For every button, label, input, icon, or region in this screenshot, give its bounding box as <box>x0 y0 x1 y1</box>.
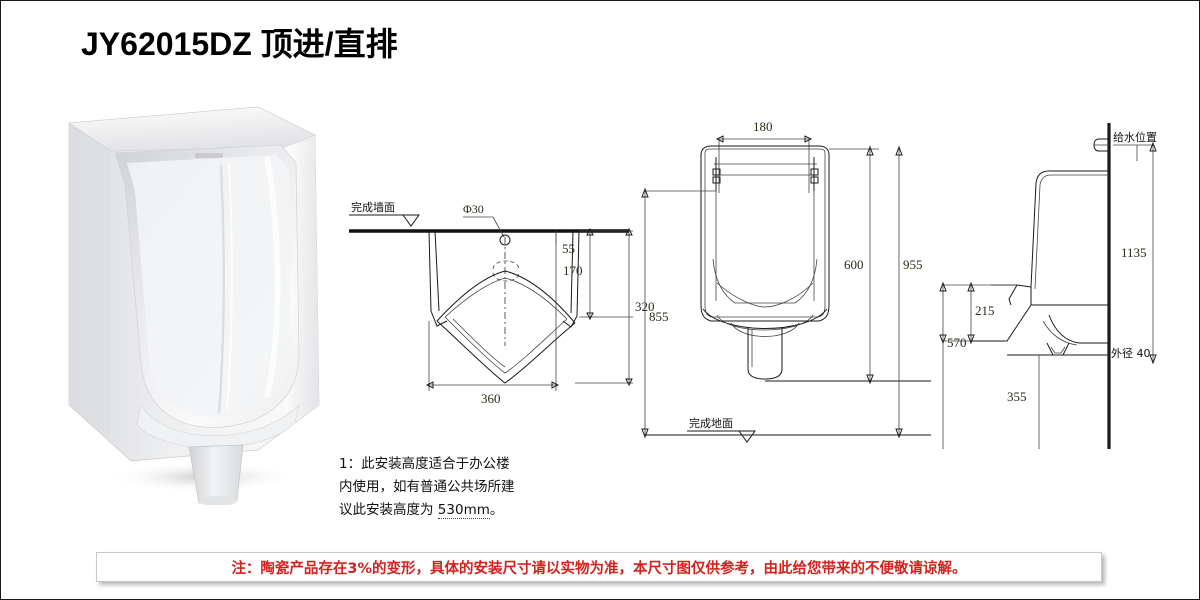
install-note-line-2: 内使用，如有普通公共场所建 <box>339 479 515 496</box>
install-note-height-value: 530mm <box>437 502 490 520</box>
dim-1135-value: 1135 <box>1121 245 1147 260</box>
dim-55-value: 55 <box>562 241 575 256</box>
dim-170-value: 170 <box>563 263 583 278</box>
wall-surface-text: 完成墙面 <box>351 200 395 214</box>
install-note-line-3-pre: 议此安装高度为 <box>339 502 438 519</box>
water-supply-text: 给水位置 <box>1113 130 1157 144</box>
inlet-diameter-text: Φ30 <box>463 202 484 216</box>
footer-disclaimer-box: 注：陶瓷产品存在3%的变形，具体的安装尺寸请以实物为准，本尺寸图仅供参考，由此给… <box>96 552 1102 582</box>
page-title: JY62015DZ 顶进/直排 <box>81 26 398 62</box>
install-note-line-3: 议此安装高度为 530mm。 <box>339 499 589 522</box>
outer-diameter-label: 外径 40 <box>1111 347 1151 360</box>
dim-955-value: 955 <box>903 257 923 272</box>
brand-mark <box>195 153 223 158</box>
install-note-line-1: 1：此安装高度适合于办公楼 <box>339 456 510 472</box>
dim-855: 855 <box>641 187 716 439</box>
dim-170: 170 <box>563 227 594 321</box>
dim-180-value: 180 <box>753 119 773 134</box>
floor-level-label: 完成地面 <box>687 416 756 443</box>
dim-600: 600 <box>829 145 879 385</box>
dim-360-value: 360 <box>481 391 501 406</box>
front-view-drawing: 180 <box>631 109 941 464</box>
dim-180: 180 <box>715 119 813 193</box>
installation-note: 1：此安装高度适合于办公楼 内使用，如有普通公共场所建 议此安装高度为 530m… <box>339 453 589 523</box>
dim-215: 215 <box>967 281 1017 345</box>
mounting-brackets <box>712 157 819 191</box>
footer-disclaimer-text: 注：陶瓷产品存在3%的变形，具体的安装尺寸请以实物为准，本尺寸图仅供参考，由此给… <box>231 560 967 577</box>
dim-355: 355 <box>1007 355 1040 449</box>
dim-855-value: 855 <box>649 309 669 324</box>
dim-955: 955 <box>895 145 923 439</box>
water-supply-inlet <box>1093 138 1109 152</box>
inlet-diameter-callout: Φ30 <box>463 202 511 246</box>
top-view-drawing: 完成墙面 Φ30 <box>341 121 671 416</box>
dim-570-value: 570 <box>947 335 967 350</box>
dim-600-value: 600 <box>844 257 864 272</box>
dim-55: 55 <box>555 231 575 256</box>
dim-360: 360 <box>425 251 560 406</box>
side-view-drawing: 给水位置 外径 40 <box>931 109 1196 464</box>
dim-1135: 1135 <box>1121 141 1157 365</box>
water-supply-label: 给水位置 <box>1113 130 1157 161</box>
dim-355-value: 355 <box>1007 389 1027 404</box>
dim-570: 570 <box>939 281 971 350</box>
dim-215-value: 215 <box>975 303 995 318</box>
outer-diameter-text: 外径 40 <box>1111 347 1151 360</box>
install-note-line-3-post: 。 <box>489 502 504 519</box>
wall-surface-label: 完成墙面 <box>349 200 420 227</box>
floor-level-text: 完成地面 <box>689 416 733 430</box>
product-photo <box>53 105 343 506</box>
